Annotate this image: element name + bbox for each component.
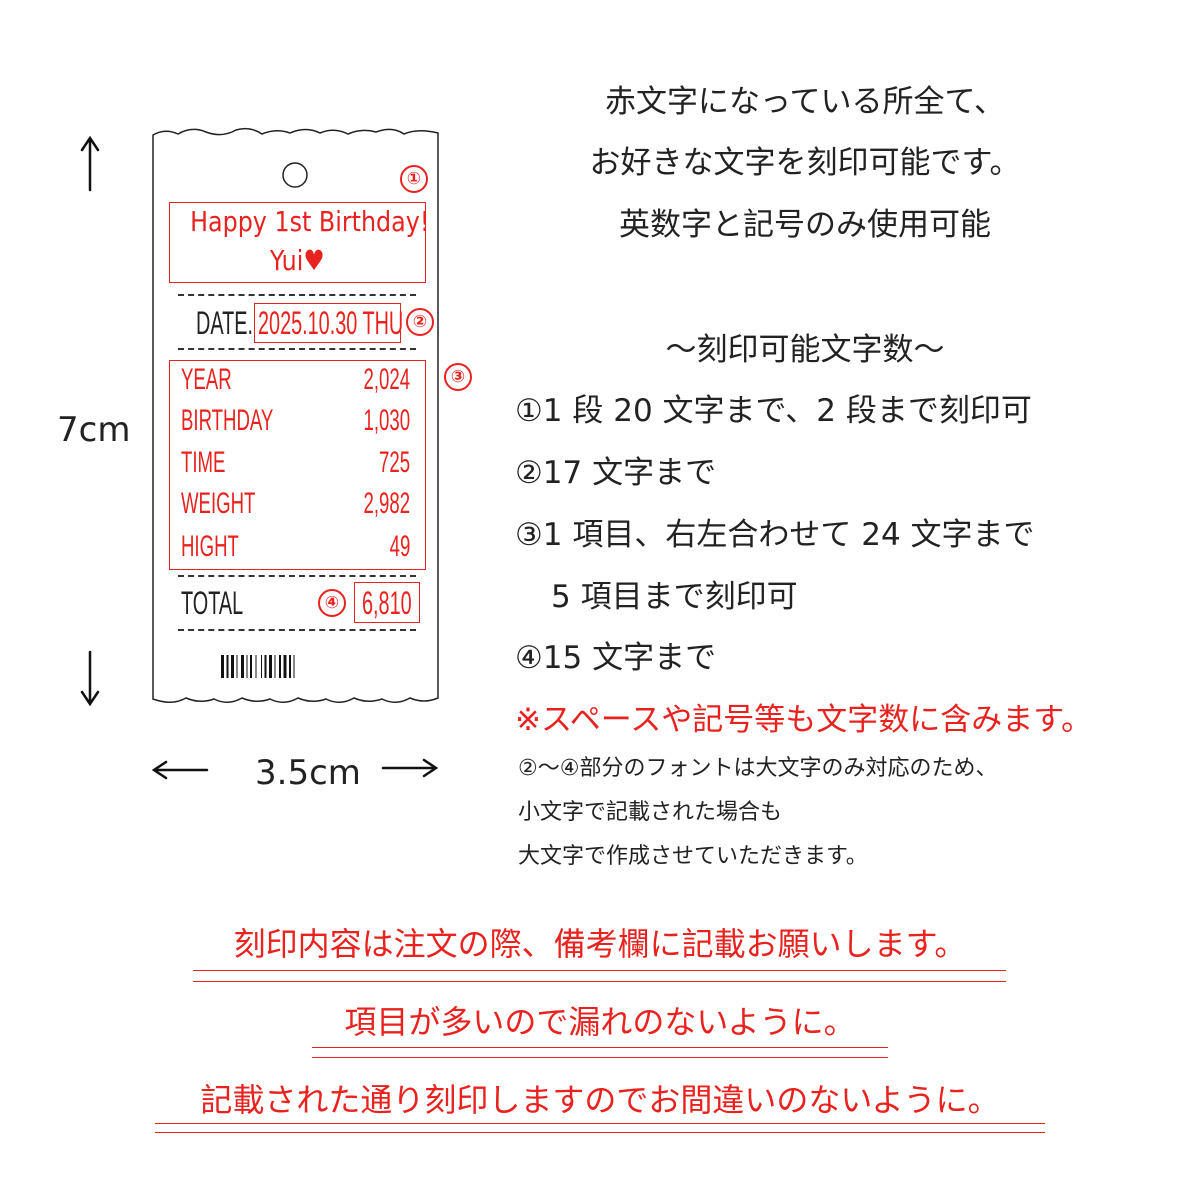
warning-text: ※スペースや記号等も文字数に含みます。	[515, 702, 1093, 738]
barcode-bar	[283, 655, 287, 678]
underline	[193, 970, 1006, 971]
date-box	[254, 303, 401, 343]
height-label: 7cm	[57, 410, 131, 450]
barcode-bar	[289, 655, 291, 678]
date-value: 2025.10.30 THU	[258, 305, 404, 341]
barcode-bar	[293, 655, 295, 678]
underline	[312, 1047, 888, 1048]
barcode-bar	[226, 655, 229, 678]
item-label: YEAR	[181, 363, 232, 396]
barcode-bar	[261, 655, 262, 678]
underline	[155, 1132, 1045, 1133]
item-label: BIRTHDAY	[181, 404, 274, 437]
item-value: 725	[378, 446, 410, 479]
bottom-note: 記載された通り刻印しますのでお間違いのないように。	[200, 1081, 1000, 1119]
limit-item: ②17 文字まで	[515, 455, 717, 491]
item-value: 1,030	[363, 404, 410, 437]
divider	[178, 575, 416, 577]
marker-1: ①	[400, 165, 428, 193]
hang-hole	[282, 162, 308, 188]
barcode-bar	[250, 655, 252, 678]
bottom-note: 項目が多いので漏れのないように。	[344, 1003, 856, 1041]
intro-line: お好きな文字を刻印可能です。	[589, 145, 1021, 181]
divider	[178, 294, 416, 296]
item-value: 2,982	[363, 487, 410, 520]
custom-line-2: Yui♥	[270, 244, 325, 277]
barcode-bar	[236, 655, 238, 678]
item-label: WEIGHT	[181, 487, 256, 520]
item-label: TIME	[181, 446, 226, 479]
custom-line-1: Happy 1st Birthday!	[190, 205, 430, 238]
barcode-bar	[274, 655, 276, 678]
barcode-icon	[221, 655, 295, 678]
barcode-bar	[255, 655, 257, 678]
note-line: 大文字で作成させていただきます。	[518, 844, 868, 869]
item-label: HIGHT	[181, 530, 239, 563]
limit-item: ④15 文字まで	[515, 640, 717, 676]
divider	[178, 348, 416, 350]
underline	[155, 1123, 1045, 1124]
total-label: TOTAL	[181, 585, 244, 621]
item-row: TIME 725	[181, 446, 410, 480]
note-line: 小文字で記載された場合も	[518, 800, 783, 825]
note-line: ②～④部分のフォントは大文字のみ対応のため、	[518, 756, 998, 781]
intro-line: 英数字と記号のみ使用可能	[619, 207, 991, 243]
marker-2: ②	[406, 308, 434, 336]
arrow-left-icon	[151, 760, 209, 780]
barcode-bar	[279, 655, 281, 678]
date-label: DATE.	[196, 305, 253, 341]
barcode-bar	[221, 655, 224, 678]
item-row: BIRTHDAY 1,030	[181, 404, 410, 438]
items-box	[169, 360, 426, 570]
limits-title: ～刻印可能文字数～	[665, 332, 945, 368]
marker-4: ④	[318, 589, 346, 617]
item-row: YEAR 2,024	[181, 363, 410, 397]
item-row: WEIGHT 2,982	[181, 487, 410, 521]
barcode-bar	[269, 655, 272, 678]
width-label: 3.5cm	[255, 753, 361, 793]
arrow-right-icon	[381, 758, 439, 778]
arrow-down-icon	[80, 650, 100, 707]
barcode-bar	[231, 655, 234, 678]
line-box	[169, 202, 426, 283]
barcode-bar	[246, 655, 248, 678]
intro-line: 赤文字になっている所全て、	[605, 84, 1005, 120]
divider	[178, 629, 416, 631]
underline	[193, 981, 1006, 982]
item-value: 2,024	[363, 363, 410, 396]
arrow-up-icon	[80, 135, 100, 192]
barcode-bar	[264, 655, 267, 678]
bottom-note: 刻印内容は注文の際、備考欄に記載お願いします。	[233, 925, 967, 963]
barcode-bar	[241, 655, 244, 678]
limit-item: ③1 項目、右左合わせて 24 文字まで	[515, 517, 1035, 553]
limit-item: ①1 段 20 文字まで、2 段まで刻印可	[515, 393, 1032, 429]
item-value: 49	[389, 530, 410, 563]
item-row: HIGHT 49	[181, 530, 410, 564]
limit-item: 5 項目まで刻印可	[551, 579, 798, 615]
total-value: 6,810	[362, 585, 412, 621]
total-box	[354, 582, 420, 623]
marker-3: ③	[444, 363, 472, 391]
underline	[312, 1057, 888, 1058]
